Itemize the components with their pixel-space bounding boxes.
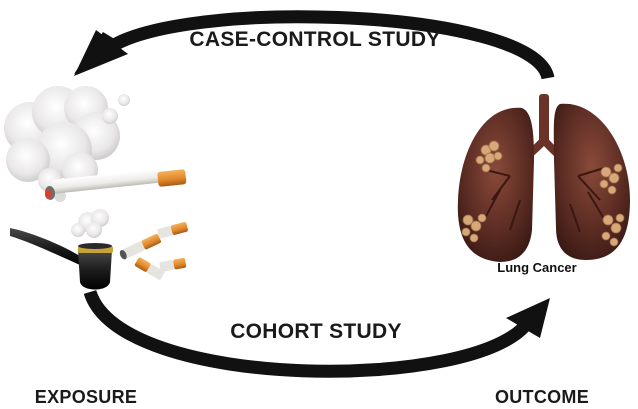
cohort-label: COHORT STUDY <box>230 320 402 343</box>
smoke-cloud-icon <box>4 86 130 202</box>
lung-cancer-label: Lung Cancer <box>497 260 576 275</box>
case-control-label: CASE-CONTROL STUDY <box>189 28 440 51</box>
case-control-arrow <box>74 10 555 81</box>
lungs-icon <box>457 94 630 262</box>
cigarette-butt-icon <box>119 221 188 280</box>
pipe-icon <box>10 228 113 290</box>
outcome-label: OUTCOME <box>495 387 589 407</box>
cigarette-icon <box>44 168 187 200</box>
pipe-smoke-icon <box>71 209 109 238</box>
cohort-arrow <box>83 289 550 378</box>
exposure-label: EXPOSURE <box>35 387 137 407</box>
tumor-cluster <box>461 140 625 247</box>
cohort-arrowhead <box>506 298 550 338</box>
